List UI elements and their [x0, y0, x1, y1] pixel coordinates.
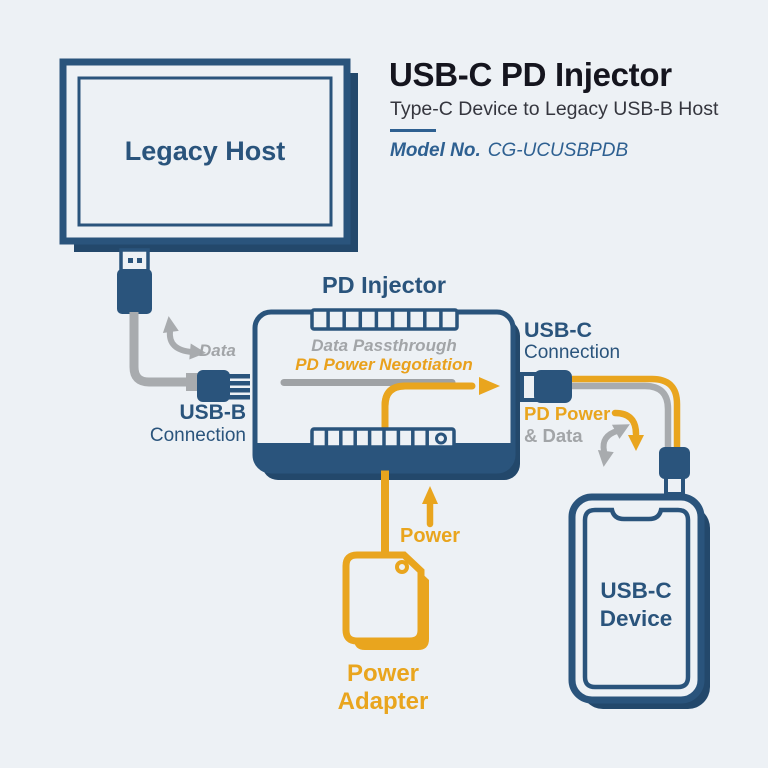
- usb-b-label-line2: Connection: [149, 424, 246, 446]
- power-cable: [381, 466, 389, 558]
- header-divider: [390, 129, 436, 132]
- usb-c-connection-label: USB-C Connection: [524, 318, 620, 363]
- power-adapter-icon: [342, 551, 429, 650]
- usb-c-device-label: USB-C Device: [586, 577, 686, 633]
- page-title: USB-C PD Injector: [389, 56, 672, 93]
- data-passthrough-label: Data Passthrough: [311, 336, 457, 355]
- pd-injector-title: PD Injector: [321, 272, 447, 298]
- usb-b-cable: [129, 312, 188, 387]
- pd-power-data-label: PD Power & Data: [524, 403, 610, 447]
- monitor-screen: [77, 76, 333, 227]
- bottom-edge-connector-icon: [310, 427, 456, 449]
- data-swap-arrow-icon: [162, 316, 206, 360]
- pd-power-label-line2: & Data: [524, 424, 583, 446]
- phone-frame: [568, 493, 705, 704]
- usb-c-device-phone: [568, 493, 710, 709]
- usb-b-label-line1: USB-B: [179, 401, 247, 424]
- usb-c-device-label-line1: USB-C: [600, 578, 672, 603]
- adapter-body: [342, 551, 425, 645]
- power-arrowhead-icon: [479, 377, 500, 395]
- top-edge-connector-icon: [310, 308, 459, 331]
- device-data-swap-arrow-icon: [597, 424, 630, 467]
- power-arrow-label: Power: [400, 525, 461, 547]
- usb-c-port-icon: [520, 370, 572, 403]
- usb-c-label-line1: USB-C: [524, 318, 593, 342]
- pd-negotiation-label: PD Power Negotiation: [295, 355, 473, 374]
- power-line-overlay: [381, 382, 470, 440]
- phone-screen-notch: [582, 507, 691, 690]
- legacy-host-monitor: [59, 58, 358, 252]
- power-adapter-label: Power Adapter: [326, 660, 440, 717]
- power-adapter-label-line2: Adapter: [337, 688, 429, 716]
- adapter-led: [395, 560, 409, 574]
- usb-c-device-label-line2: Device: [599, 606, 673, 632]
- pd-power-hook-arrow-icon: [611, 409, 644, 451]
- monitor-frame: [59, 58, 351, 245]
- usb-c-label-line2: Connection: [524, 342, 621, 364]
- combined-power-data-cable: [572, 375, 681, 449]
- model-number-label: Model No.: [390, 140, 481, 161]
- injector-base-bar: [257, 443, 511, 471]
- power-up-arrow-icon: [422, 486, 438, 528]
- data-arrow-label: Data: [199, 341, 236, 360]
- pd-injector-box: [252, 308, 520, 558]
- usb-b-plug-icon: [186, 370, 250, 402]
- model-number-value: CG-UCUSBPDB: [487, 140, 629, 161]
- usb-c-plug-icon: [534, 370, 572, 403]
- usb-a-plug-icon: [117, 248, 152, 314]
- usb-b-connection-label: USB-B Connection: [120, 401, 246, 446]
- device-usb-c-plug-icon: [659, 447, 690, 496]
- pd-power-label-line1: PD Power: [524, 403, 611, 424]
- legacy-host-label: Legacy Host: [124, 136, 286, 166]
- power-adapter-label-line1: Power: [346, 660, 420, 687]
- model-number: Model No. CG-UCUSBPDB: [390, 140, 628, 162]
- page-subtitle: Type-C Device to Legacy USB-B Host: [390, 98, 719, 120]
